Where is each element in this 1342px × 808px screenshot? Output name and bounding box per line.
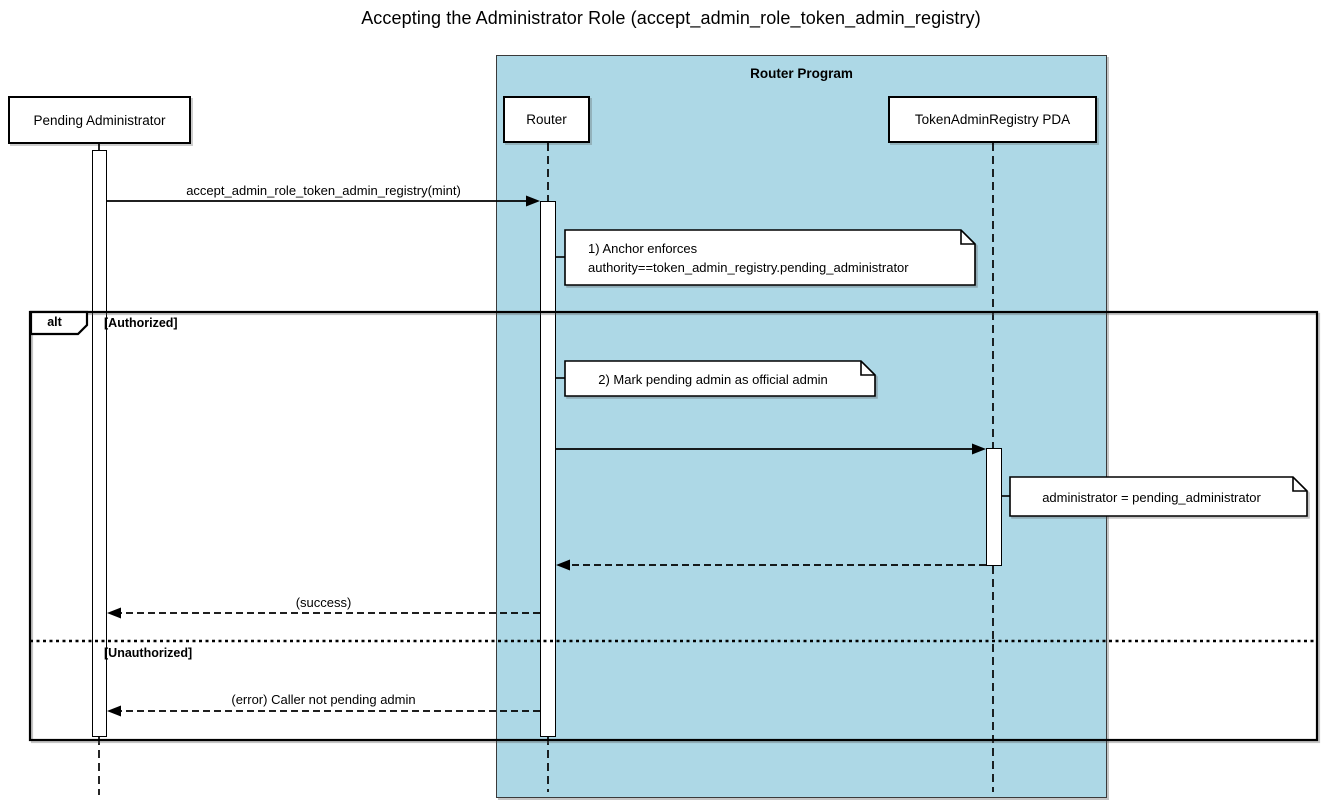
participant-token-admin-registry-pda-label: TokenAdminRegistry PDA <box>914 112 1071 127</box>
message-5-arrowhead <box>107 705 121 717</box>
note-2-shape <box>564 360 876 397</box>
guard-unauthorized: [Unauthorized] <box>104 646 193 660</box>
participant-router-label: Router <box>526 112 567 127</box>
note-3-text: administrator = pending_administrator <box>1042 490 1261 505</box>
message-2-arrowhead <box>972 443 986 455</box>
lifelines <box>98 143 994 795</box>
message-error-label: (error) Caller not pending admin <box>231 692 416 707</box>
participant-token-admin-registry-pda: TokenAdminRegistry PDA <box>888 96 1097 143</box>
note-connectors <box>556 256 1010 497</box>
alt-fragment-border <box>28 310 1319 742</box>
router-program-container: Router Program <box>496 55 1107 798</box>
note-1-text: 1) Anchor enforces authority==token_admi… <box>588 239 909 277</box>
message-3-arrowhead <box>556 559 570 571</box>
note-1-line-2: authority==token_admin_registry.pending_… <box>588 260 909 275</box>
guard-authorized: [Authorized] <box>104 316 178 330</box>
note-1-fold <box>960 230 975 245</box>
note-3-shape <box>1009 476 1308 517</box>
alt-operator-pentagon <box>29 310 89 336</box>
note-1-line-1: 1) Anchor enforces <box>588 241 698 256</box>
message-arrows <box>107 195 986 717</box>
note-2-text: 2) Mark pending admin as official admin <box>598 372 828 387</box>
router-program-label: Router Program <box>750 66 853 81</box>
activation-router <box>540 201 556 737</box>
participant-pending-administrator-label: Pending Administrator <box>33 112 166 128</box>
note-shapes <box>564 229 1308 517</box>
note-2-fold <box>860 361 875 376</box>
alt-fragment-frame <box>28 310 1319 742</box>
activation-token-admin-registry-pda <box>986 448 1002 566</box>
message-1-arrowhead <box>526 195 540 207</box>
alt-operator-label: alt <box>47 315 62 329</box>
participant-pending-administrator: Pending Administrator <box>8 96 191 144</box>
message-success-label: (success) <box>295 595 352 610</box>
note-1-shape <box>564 229 976 286</box>
participant-router: Router <box>503 96 590 143</box>
message-1-label: accept_admin_role_token_admin_registry(m… <box>186 183 461 198</box>
diagram-title: Accepting the Administrator Role (accept… <box>361 8 981 28</box>
note-3-fold <box>1292 477 1307 492</box>
message-4-arrowhead <box>107 607 121 619</box>
